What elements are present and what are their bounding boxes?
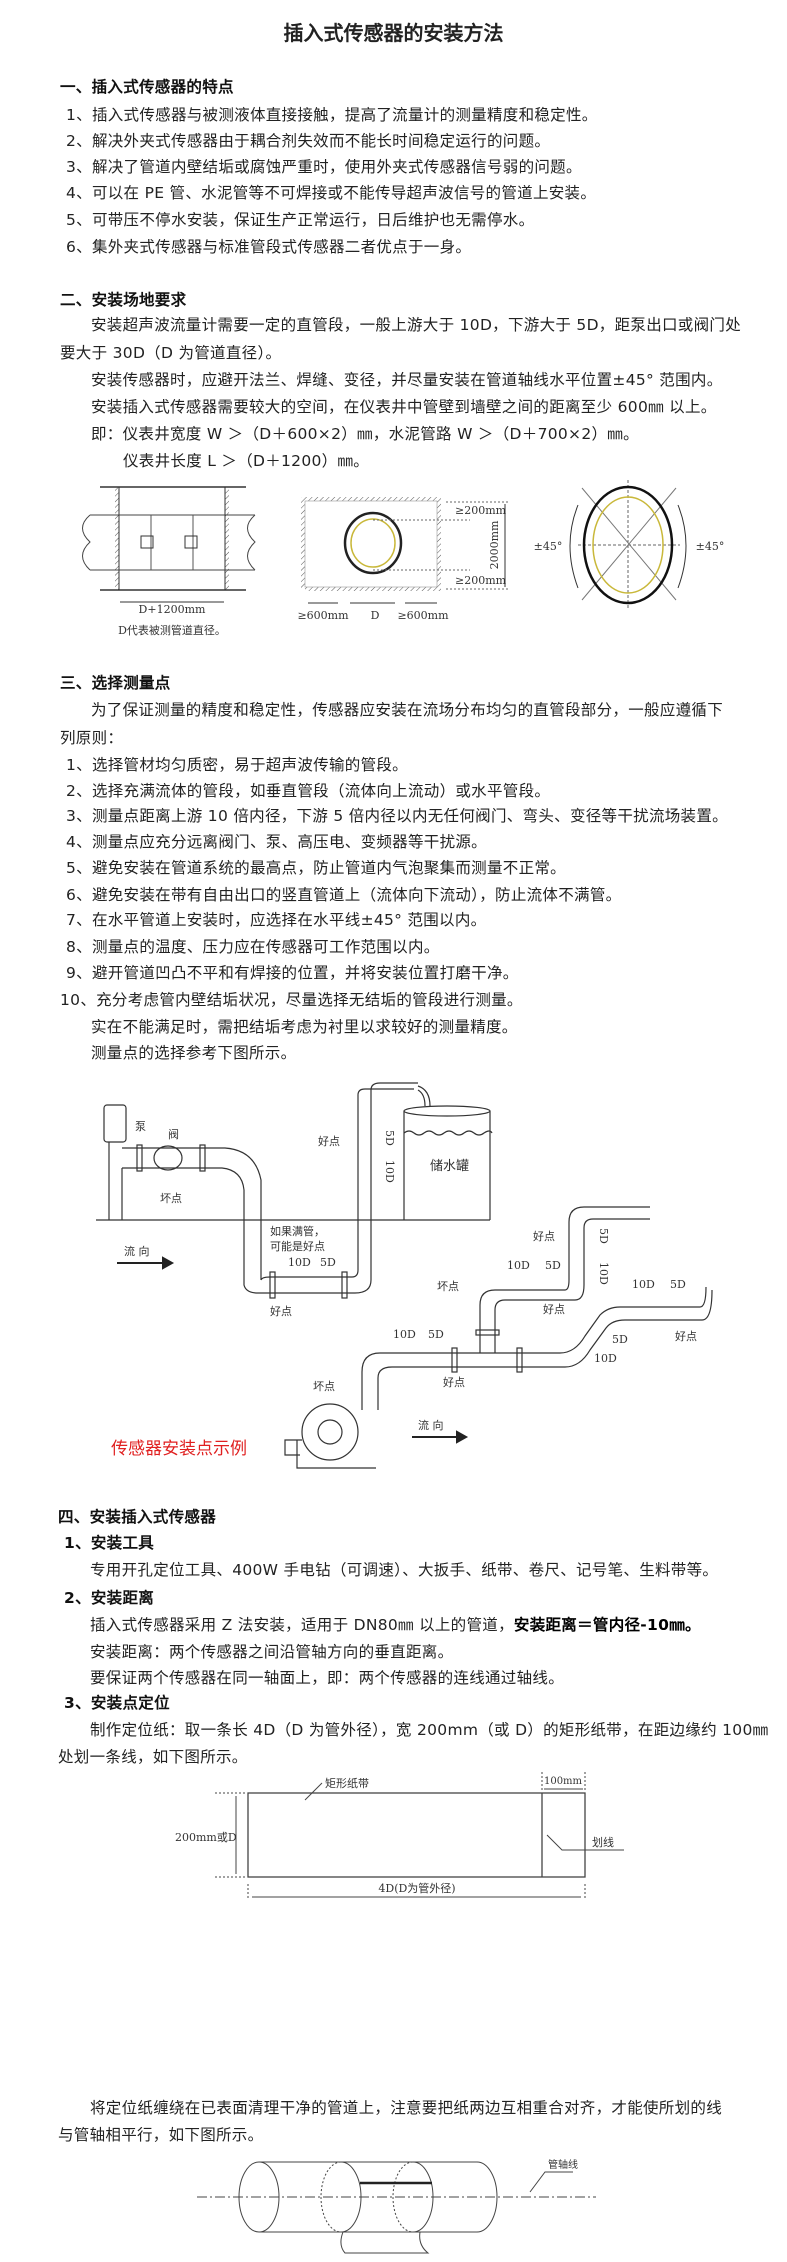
paragraph-line: 安装传感器时，应避开法兰、焊缝、变径，并尽量安装在管道轴线水平位置±45° 范围… (91, 371, 723, 389)
paragraph-line: 实在不能满足时，需把结垢考虑为衬里以求较好的测量精度。 (91, 1018, 518, 1036)
good-point-label: 好点 (543, 1302, 565, 1316)
list-item: 9、避开管道凹凸不平和有焊接的位置，并将安装位置打磨干净。 (66, 964, 519, 982)
list-item: 2、选择充满流体的管段，如垂直管段（流体向上流动）或水平管段。 (66, 782, 551, 800)
diameter-note: D代表被测管道直径。 (118, 623, 226, 637)
list-item: 3、解决了管道内壁结垢或腐蚀严重时，使用外夹式传感器信号弱的问题。 (66, 158, 582, 176)
paragraph-line: 安装距离：两个传感器之间沿管轴方向的垂直距离。 (90, 1643, 454, 1661)
paragraph-line: 即：仪表井宽度 W ＞（D＋600×2）㎜，水泥管路 W ＞（D＋700×2）㎜… (91, 425, 639, 443)
paragraph-line: 将定位纸缠绕在已表面清理干净的管道上，注意要把纸两边互相重合对齐，才能使所划的线 (90, 2099, 723, 2117)
subheading-position: 3、安装点定位 (64, 1694, 170, 1712)
paragraph-line: 仪表井长度 L ＞（D＋1200）㎜。 (123, 452, 370, 470)
dim-5d: 5D (597, 1228, 610, 1244)
right-gap-label: ≥600mm (397, 609, 449, 622)
flow-direction-label: 流 向 (124, 1244, 150, 1258)
dim-10d: 10D (632, 1278, 655, 1291)
paragraph-line: 列原则： (60, 729, 124, 747)
page-title: 插入式传感器的安装方法 (283, 21, 504, 45)
angle-right-label: ±45° (696, 540, 725, 553)
section-3-heading: 三、选择测量点 (60, 674, 171, 692)
dim-5d: 5D (320, 1256, 336, 1269)
good-point-label: 好点 (675, 1329, 697, 1343)
subheading-tools: 1、安装工具 (64, 1534, 155, 1552)
good-point-label: 好点 (318, 1134, 340, 1148)
list-item: 2、解决外夹式传感器由于耦合剂失效而不能长时间稳定运行的问题。 (66, 132, 551, 150)
angle-left-label: ±45° (534, 540, 563, 553)
paragraph-line: 安装插入式传感器需要较大的空间，在仪表井中管壁到墙壁之间的距离至少 600㎜ 以… (91, 398, 717, 416)
paragraph-line: 专用开孔定位工具、400W 手电钻（可调速）、大扳手、纸带、卷尺、记号笔、生料带… (90, 1561, 719, 1579)
dim-5d: 5D (670, 1278, 686, 1291)
list-item: 4、测量点应充分远离阀门、泵、高压电、变频器等干扰源。 (66, 833, 487, 851)
paper-strip-diagram: 矩形纸带 100mm 200mm或D 划线 4D(D为管外径) (175, 1772, 624, 1900)
section-4-heading: 四、安装插入式传感器 (58, 1508, 217, 1526)
subheading-distance: 2、安装距离 (64, 1589, 155, 1607)
paragraph-line: 要大于 30D（D 为管道直径）。 (60, 344, 282, 362)
well-section-view: ≥200mm 2000mm ≥200mm ≥600mm D ≥600mm (297, 497, 510, 622)
list-item: 6、集外夹式传感器与标准管段式传感器二者优点于一身。 (66, 238, 472, 256)
dim-5d: 5D (612, 1333, 628, 1346)
dim-5d: 5D (383, 1130, 396, 1146)
meter-well-diagram: D+1200mm D代表被测管道直径。 ≥200mm 2000mm ≥200mm… (82, 480, 725, 637)
paragraph-line: 为了保证测量的精度和稳定性，传感器应安装在流场分布均匀的直管段部分，一般应遵循下 (91, 701, 724, 719)
pump-label: 泵 (135, 1120, 146, 1133)
measurement-point-diagram: 泵 阀 坏点 好点 5D 10D 储水罐 如果满管， 可能是好点 流 向 10D… (96, 1082, 713, 1469)
paragraph-line: 与管轴相平行，如下图所示。 (58, 2126, 264, 2144)
pipe-wrap-diagram: 管轴线 (197, 2158, 596, 2254)
section-2-heading: 二、安装场地要求 (60, 291, 187, 309)
paragraph-line: 处划一条线，如下图所示。 (58, 1748, 248, 1766)
dim-10d: 10D (597, 1262, 610, 1285)
list-item: 1、选择管材均匀质密，易于超声波传输的管段。 (66, 756, 408, 774)
good-point-label: 好点 (270, 1304, 292, 1318)
height-label: 2000mm (488, 520, 501, 569)
pipe-axis-label: 管轴线 (548, 2158, 578, 2171)
dim-10d: 10D (594, 1352, 617, 1365)
bad-point-label: 坏点 (313, 1380, 335, 1393)
width-label: 200mm或D (175, 1831, 237, 1844)
length-label: D+1200mm (139, 603, 206, 616)
dim-10d: 10D (507, 1259, 530, 1272)
paragraph-line: 插入式传感器采用 Z 法安装，适用于 DN80㎜ 以上的管道，安装距离＝管内径-… (90, 1612, 701, 1638)
list-item: 3、测量点距离上游 10 倍内径，下游 5 倍内径以内无任何阀门、弯头、变径等干… (66, 807, 728, 825)
bad-point-label: 坏点 (160, 1192, 182, 1205)
diameter-label: D (371, 609, 380, 622)
valve-label: 阀 (168, 1127, 179, 1141)
paragraph-line: 要保证两个传感器在同一轴面上，即：两个传感器的连线通过轴线。 (90, 1669, 565, 1687)
well-top-view: D+1200mm D代表被测管道直径。 (82, 486, 256, 637)
full-pipe-label: 如果满管， (270, 1224, 325, 1238)
distance-formula: 安装距离＝管内径-10㎜。 (513, 1616, 701, 1634)
top-gap-label: ≥200mm (455, 504, 507, 517)
left-gap-label: ≥600mm (297, 609, 349, 622)
list-item: 5、避免安装在管道系统的最高点，防止管道内气泡聚集而测量不正常。 (66, 859, 566, 877)
bad-point-label: 坏点 (437, 1280, 459, 1293)
dim-10d: 10D (288, 1256, 311, 1269)
dim-10d: 10D (393, 1328, 416, 1341)
dim-10d: 10D (383, 1160, 396, 1183)
paragraph-line: 安装超声波流量计需要一定的直管段，一般上游大于 10D，下游大于 5D，距泵出口… (91, 316, 742, 334)
dim-5d: 5D (545, 1259, 561, 1272)
tank-label: 储水罐 (430, 1159, 469, 1174)
list-item: 1、插入式传感器与被测液体直接接触，提高了流量计的测量精度和稳定性。 (66, 106, 598, 124)
dim-5d: 5D (428, 1328, 444, 1341)
angle-range-view: ±45° ±45° (534, 480, 725, 610)
list-item: 4、可以在 PE 管、水泥管等不可焊接或不能传导超声波信号的管道上安装。 (66, 184, 597, 202)
good-point-label: 好点 (443, 1375, 465, 1389)
margin-label: 100mm (544, 1776, 583, 1787)
length-label: 4D(D为管外径) (378, 1881, 455, 1895)
list-item: 5、可带压不停水安装，保证生产正常运行，日后维护也无需停水。 (66, 211, 535, 229)
paragraph-line: 测量点的选择参考下图所示。 (91, 1044, 297, 1062)
list-item: 7、在水平管道上安装时，应选择在水平线±45° 范围以内。 (66, 911, 487, 929)
bottom-gap-label: ≥200mm (455, 574, 507, 587)
section-1-heading: 一、插入式传感器的特点 (60, 78, 234, 96)
flow-direction-label: 流 向 (418, 1418, 444, 1432)
paragraph-line: 制作定位纸：取一条长 4D（D 为管外径），宽 200mm（或 D）的矩形纸带，… (90, 1721, 769, 1739)
list-item: 8、测量点的温度、压力应在传感器可工作范围以内。 (66, 938, 440, 956)
distance-text: 插入式传感器采用 Z 法安装，适用于 DN80㎜ 以上的管道， (90, 1616, 514, 1634)
scribe-line-label: 划线 (592, 1835, 614, 1849)
good-point-label: 好点 (533, 1229, 555, 1243)
list-item: 10、充分考虑管内壁结垢状况，尽量选择无结垢的管段进行测量。 (60, 991, 523, 1009)
diagram-caption: 传感器安装点示例 (111, 1439, 247, 1459)
list-item: 6、避免安装在带有自由出口的竖直管道上（流体向下流动），防止流体不满管。 (66, 886, 622, 904)
full-pipe-label: 可能是好点 (270, 1239, 325, 1253)
strip-label: 矩形纸带 (325, 1777, 369, 1790)
